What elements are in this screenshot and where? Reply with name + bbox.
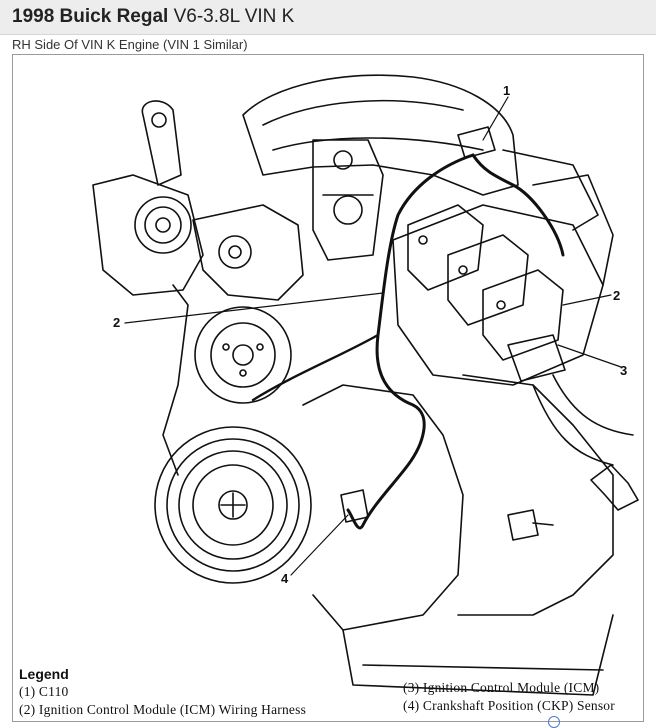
legend-item-icm: (3) Ignition Control Module (ICM) <box>403 680 599 696</box>
front-direction-arrow <box>590 464 639 511</box>
callout-2-left: 2 <box>113 315 120 330</box>
legend-item-icm-harness: (2) Ignition Control Module (ICM) Wiring… <box>19 702 306 718</box>
title-engine: V6-3.8L VIN K <box>173 6 295 27</box>
engine-line-drawing: 1 2 2 3 4 <box>92 74 639 696</box>
alternator-pulley <box>134 196 192 254</box>
idler-pulley <box>218 235 252 269</box>
page-header: 1998 Buick Regal V6-3.8L VIN K <box>0 0 656 35</box>
legend-item-number: (1) <box>19 684 36 699</box>
legend-item-number: (3) <box>403 680 420 695</box>
legend-item-number: (2) <box>19 702 36 717</box>
lift-bracket <box>141 100 182 186</box>
callout-4: 4 <box>281 571 289 586</box>
c110-connector <box>457 126 496 159</box>
legend-item-label: Ignition Control Module (ICM) Wiring Har… <box>38 702 307 717</box>
ckp-sensor <box>340 489 369 523</box>
intake-plenum <box>242 74 519 196</box>
legend-item-label: C110 <box>38 684 69 699</box>
callout-3: 3 <box>620 363 627 378</box>
callout-2-right: 2 <box>613 288 620 303</box>
ignition-coil-1 <box>407 204 484 291</box>
legend-item-number: (4) <box>403 698 420 713</box>
legend-item-label: Crankshaft Position (CKP) Sensor <box>422 698 615 713</box>
page-title: 1998 Buick Regal V6-3.8L VIN K <box>12 6 294 28</box>
water-pump-pulley <box>194 306 292 404</box>
diagram-subtitle: RH Side Of VIN K Engine (VIN 1 Similar) <box>12 37 248 52</box>
icm-module <box>507 334 566 382</box>
callout-1: 1 <box>503 83 510 98</box>
engine-diagram-figure: 1 2 2 3 4 Legend (1) C110 (2) Ignition C… <box>12 54 644 722</box>
legend-item-ckp-sensor: (4) Crankshaft Position (CKP) Sensor <box>403 698 615 714</box>
zoom-icon[interactable] <box>548 716 560 728</box>
title-vehicle: 1998 Buick Regal <box>12 6 169 27</box>
ignition-coil-3 <box>482 269 564 361</box>
legend-item-c110: (1) C110 <box>19 684 68 700</box>
ignition-coil-2 <box>447 234 529 326</box>
icm-wiring-harness <box>346 153 475 530</box>
legend-item-label: Ignition Control Module (ICM) <box>422 680 600 695</box>
legend-title: Legend <box>19 666 69 682</box>
crankshaft-balancer <box>154 426 312 584</box>
